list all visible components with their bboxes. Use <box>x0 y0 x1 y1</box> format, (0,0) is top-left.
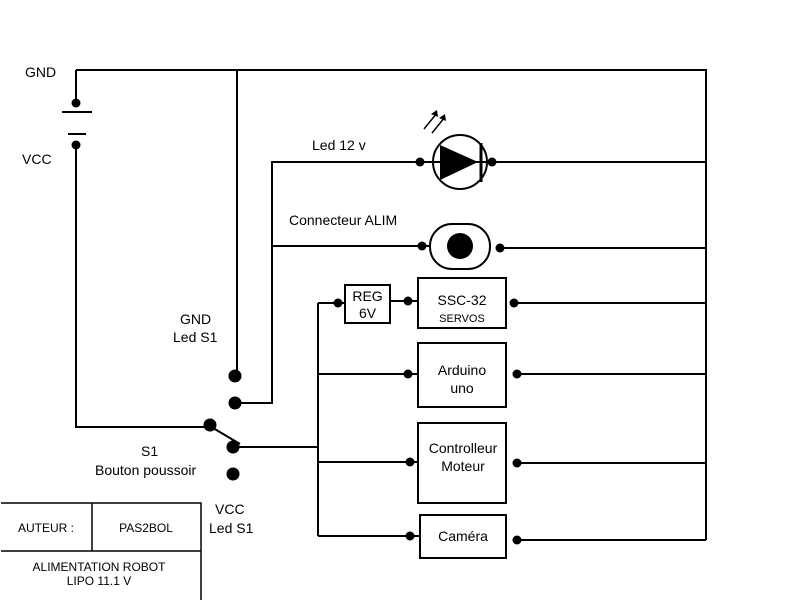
reg-label-2: 6V <box>359 305 377 321</box>
battery-symbol <box>62 111 92 135</box>
labels: GND VCC Led 12 v Connecteur ALIM GND Led… <box>22 64 498 544</box>
reg-box <box>344 284 391 324</box>
ssc32-box <box>417 277 507 329</box>
title-block: AUTEUR : PAS2BOL ALIMENTATION ROBOT LIPO… <box>1 502 202 600</box>
dot-controlleur-out <box>512 458 522 468</box>
controlleur-box <box>417 422 507 504</box>
switch-led-wire <box>235 161 420 404</box>
connector-symbol <box>429 223 491 270</box>
dot-camera-in <box>405 531 415 541</box>
dot-connector-in <box>417 241 427 251</box>
light-arrow-head-2 <box>439 114 446 121</box>
wires <box>75 69 707 541</box>
light-arrow-head-1 <box>431 110 438 117</box>
camera-label: Caméra <box>438 528 488 544</box>
led-12v-label: Led 12 v <box>312 137 366 153</box>
gnd-led-label-2: Led S1 <box>173 329 218 345</box>
gnd-top-label: GND <box>25 64 56 80</box>
controlleur-label-2: Moteur <box>441 458 485 474</box>
dot-ssc32-out <box>509 298 519 308</box>
ssc32-label-2: SERVOS <box>439 313 485 325</box>
dot-battery-top <box>71 98 81 108</box>
arduino-label-1: Arduino <box>438 362 486 378</box>
dot-switch-out1 <box>226 440 240 454</box>
s1-label-2: Bouton poussoir <box>95 462 197 478</box>
led-symbol <box>420 110 492 190</box>
led-triangle <box>440 145 478 180</box>
auteur-label: AUTEUR : <box>18 521 74 535</box>
dot-controlleur-in <box>405 457 415 467</box>
controlleur-label-1: Controlleur <box>429 440 498 456</box>
connecteur-alim-label: Connecteur ALIM <box>289 212 397 228</box>
light-arrow-2 <box>431 116 446 134</box>
vcc-led-label-2: Led S1 <box>209 520 254 536</box>
gnd-bus-wire <box>76 69 707 540</box>
dot-connector-out <box>495 243 505 253</box>
dot-battery-bottom <box>71 140 81 150</box>
arduino-label-2: uno <box>450 380 474 396</box>
dot-camera-out <box>512 535 522 545</box>
camera-box <box>419 514 507 559</box>
gnd-led-label-1: GND <box>180 311 211 327</box>
dot-reg-in <box>333 298 343 308</box>
s1-label-1: S1 <box>141 443 158 459</box>
junction-dots <box>71 98 522 545</box>
arduino-box <box>417 342 507 408</box>
dot-led-in <box>415 157 425 167</box>
ssc32-label-1: SSC-32 <box>437 292 486 308</box>
connector-pin <box>447 233 473 259</box>
dot-switch-out2 <box>226 467 240 481</box>
vcc-left-label: VCC <box>22 151 52 167</box>
auteur-value: PAS2BOL <box>119 521 173 535</box>
title-line-1: ALIMENTATION ROBOT <box>33 560 167 574</box>
dot-reg-out <box>403 296 413 306</box>
light-arrow-1 <box>423 112 438 130</box>
dot-arduino-out <box>512 369 522 379</box>
battery-vcc-lead <box>75 145 210 428</box>
vcc-led-label-1: VCC <box>215 501 245 517</box>
dot-led-out <box>487 157 497 167</box>
dot-vcc-led <box>228 396 242 410</box>
dot-gnd-led <box>228 369 242 383</box>
title-line-2: LIPO 11.1 V <box>67 574 131 588</box>
title-block-frame <box>1 502 202 600</box>
dot-arduino-in <box>403 369 413 379</box>
reg-label-1: REG <box>352 288 382 304</box>
dot-switch-in <box>203 418 217 432</box>
